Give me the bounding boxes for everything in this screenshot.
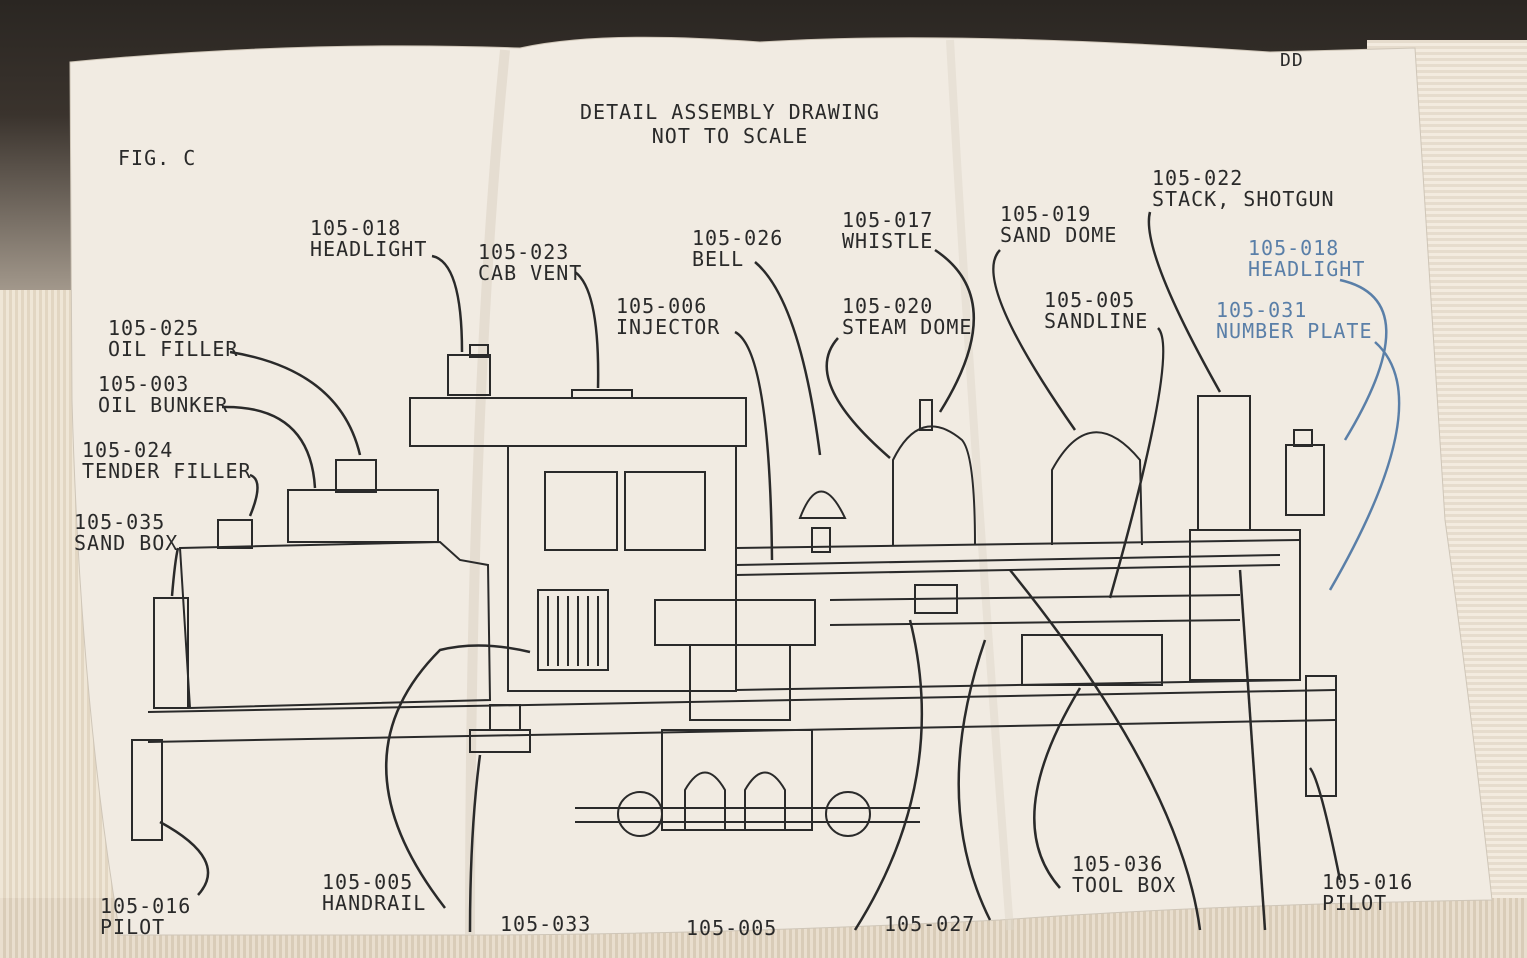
tool-box-shape — [1021, 634, 1163, 686]
rear-pilot — [131, 739, 163, 841]
figure-label: FIG. C — [118, 146, 197, 170]
sand-box-shape — [153, 597, 189, 709]
bell-shape — [798, 490, 847, 519]
cab-window-left — [544, 471, 618, 551]
stack-shape — [1197, 395, 1251, 531]
cab-window-right — [624, 471, 706, 551]
callout-part-033: 105-033 — [500, 912, 592, 936]
paper-shape — [69, 36, 1493, 936]
drawing-title: DETAIL ASSEMBLY DRAWING NOT TO SCALE — [560, 100, 900, 148]
sand-dome-shape — [1051, 431, 1143, 546]
oil-bunker-shape — [178, 540, 492, 710]
title-line-1: DETAIL ASSEMBLY DRAWING — [580, 100, 880, 124]
callout-part-005-bottom: 105-005 — [686, 916, 778, 940]
title-line-2: NOT TO SCALE — [651, 124, 809, 148]
cylinder-block — [654, 599, 816, 646]
steam-dome-shape — [892, 425, 976, 546]
cab-body — [507, 445, 737, 692]
cab-vent-shape — [571, 389, 633, 399]
callout-part-027: 105-027 — [884, 912, 976, 936]
corner-mark: DD — [1280, 50, 1304, 71]
cab-louver — [537, 589, 609, 671]
